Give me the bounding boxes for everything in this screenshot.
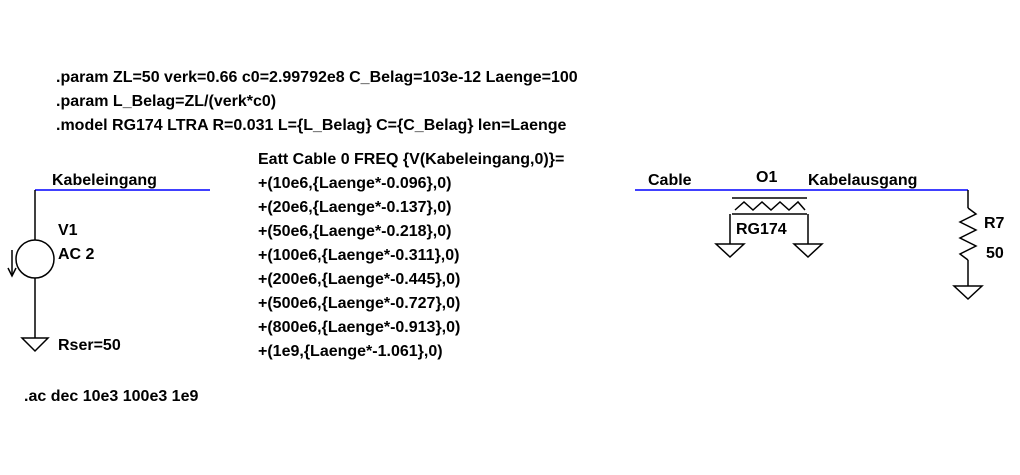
net-label-kabelausgang[interactable]: Kabelausgang	[808, 172, 918, 189]
o1-zigzag-icon	[734, 200, 806, 212]
o1-right-ground-icon	[792, 243, 824, 259]
eatt-row[interactable]: +(800e6,{Laenge*-0.913},0)	[258, 319, 461, 336]
param-directive-2[interactable]: .param L_Belag=ZL/(verk*c0)	[56, 93, 277, 110]
v1-ground-icon	[20, 337, 50, 353]
o1-name-label[interactable]: O1	[756, 169, 778, 186]
net-label-kabeleingang[interactable]: Kabeleingang	[52, 172, 157, 189]
model-directive[interactable]: .model RG174 LTRA R=0.031 L={L_Belag} C=…	[56, 117, 567, 134]
eatt-header[interactable]: Eatt Cable 0 FREQ {V(Kabeleingang,0)}=	[258, 151, 565, 168]
eatt-row[interactable]: +(200e6,{Laenge*-0.445},0)	[258, 271, 461, 288]
v1-name-label[interactable]: V1	[58, 222, 78, 239]
eatt-row[interactable]: +(100e6,{Laenge*-0.311},0)	[258, 247, 460, 264]
eatt-row[interactable]: +(500e6,{Laenge*-0.727},0)	[258, 295, 461, 312]
param-directive-1[interactable]: .param ZL=50 verk=0.66 c0=2.99792e8 C_Be…	[56, 69, 578, 86]
eatt-row[interactable]: +(1e9,{Laenge*-1.061},0)	[258, 343, 443, 360]
r7-resistor[interactable]	[952, 190, 984, 301]
o1-model-label[interactable]: RG174	[736, 221, 787, 238]
v1-value-label[interactable]: AC 2	[58, 246, 95, 263]
eatt-row[interactable]: +(10e6,{Laenge*-0.096},0)	[258, 175, 452, 192]
r7-zigzag-icon	[958, 207, 978, 261]
o1-left-ground-icon	[714, 243, 746, 259]
ac-analysis-directive[interactable]: .ac dec 10e3 100e3 1e9	[24, 388, 199, 405]
v1-source-circle	[15, 239, 55, 279]
eatt-row[interactable]: +(50e6,{Laenge*-0.218},0)	[258, 223, 452, 240]
net-label-cable[interactable]: Cable	[648, 172, 692, 189]
r7-name-label[interactable]: R7	[984, 215, 1005, 232]
v1-current-arrow-icon	[7, 267, 17, 278]
o1-transmission-line[interactable]	[635, 189, 968, 259]
r7-ground-icon	[952, 285, 984, 301]
eatt-row[interactable]: +(20e6,{Laenge*-0.137},0)	[258, 199, 452, 216]
v1-rser-label[interactable]: Rser=50	[58, 337, 121, 354]
v1-voltage-source[interactable]	[7, 189, 210, 353]
r7-value-label[interactable]: 50	[986, 245, 1004, 262]
